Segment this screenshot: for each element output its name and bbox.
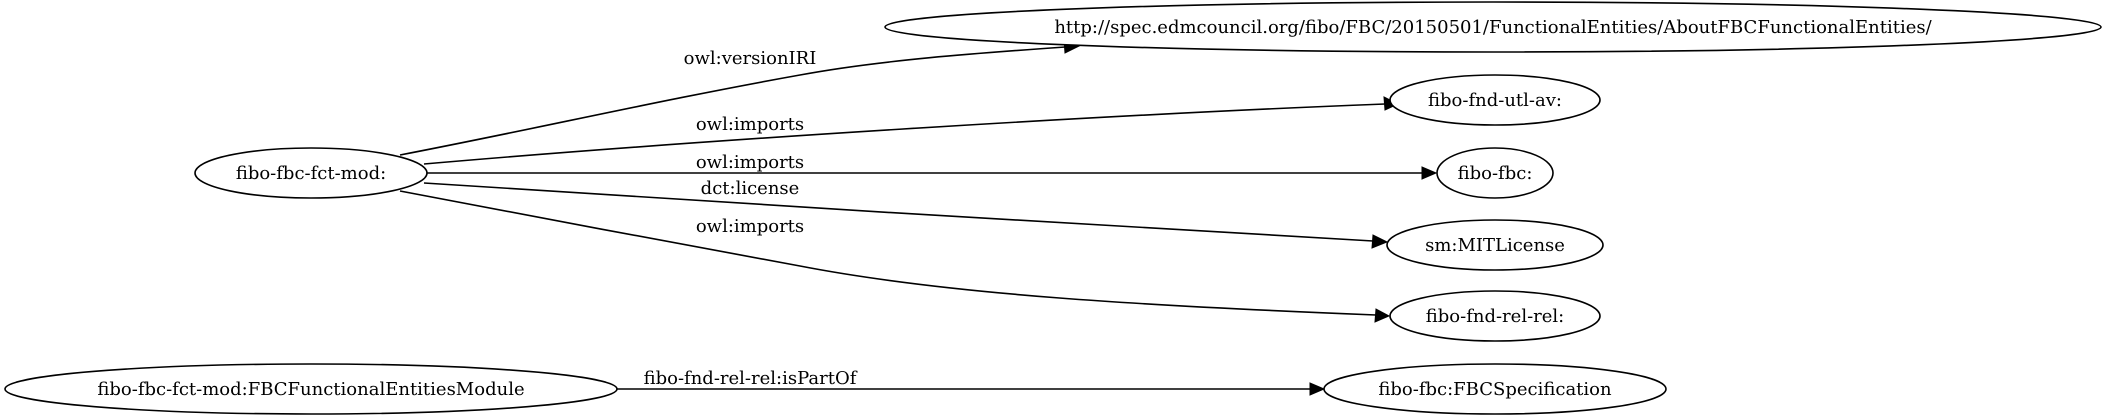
node-about-uri: http://spec.edmcouncil.org/fibo/FBC/2015… [884,1,2102,53]
edge-label: owl:imports [696,216,804,237]
edge-version-iri: owl:versionIRI [399,39,1081,156]
node-fibo-fbc-fct-mod: fibo-fbc-fct-mod: [194,147,428,199]
edge-label: owl:imports [696,114,804,135]
node-sm-mit-license: sm:MITLicense [1386,219,1604,271]
edge-line [399,190,1377,316]
arrowhead [1421,166,1438,180]
node-fibo-fnd-utl-av: fibo-fnd-utl-av: [1389,74,1601,126]
node-label: fibo-fbc:FBCSpecification [1378,379,1612,400]
node-ellipse [1389,290,1601,342]
node-ellipse [1323,363,1667,415]
edge-line [423,103,1386,165]
edge-label: fibo-fnd-rel-rel:isPartOf [644,368,858,389]
edge-line [423,182,1374,242]
edge-is-part-of: fibo-fnd-rel-rel:isPartOf [617,368,1326,396]
node-label: fibo-fbc-fct-mod:FBCFunctionalEntitiesMo… [97,379,524,400]
node-ellipse [1389,74,1601,126]
arrowhead [1371,234,1389,249]
edge-line [399,46,1066,156]
node-ellipse [4,363,618,415]
node-label: fibo-fbc: [1458,163,1533,184]
node-label: fibo-fnd-utl-av: [1428,90,1562,111]
arrowhead [1374,308,1391,323]
node-label: fibo-fnd-rel-rel: [1426,306,1564,327]
node-label: sm:MITLicense [1425,235,1565,256]
edge-label: owl:versionIRI [684,48,817,69]
node-ellipse [194,147,428,199]
node-fibo-fbc: fibo-fbc: [1436,147,1554,199]
node-fbc-specification: fibo-fbc:FBCSpecification [1323,363,1667,415]
edge-label: dct:license [701,178,800,199]
node-ellipse [1436,147,1554,199]
node-label: http://spec.edmcouncil.org/fibo/FBC/2015… [1054,17,1932,38]
node-fibo-fnd-rel-rel: fibo-fnd-rel-rel: [1389,290,1601,342]
edge-imports-utl-av: owl:imports [423,96,1400,165]
edge-imports-rel-rel: owl:imports [399,190,1391,323]
node-ellipse [1386,219,1604,271]
edge-license: dct:license [423,178,1389,249]
edge-label: owl:imports [696,152,804,173]
node-ellipse [884,1,2102,53]
arrowhead [1309,382,1326,396]
node-functional-entities-module: fibo-fbc-fct-mod:FBCFunctionalEntitiesMo… [4,363,618,415]
node-label: fibo-fbc-fct-mod: [236,163,386,184]
edge-imports-fbc: owl:imports [427,152,1438,180]
